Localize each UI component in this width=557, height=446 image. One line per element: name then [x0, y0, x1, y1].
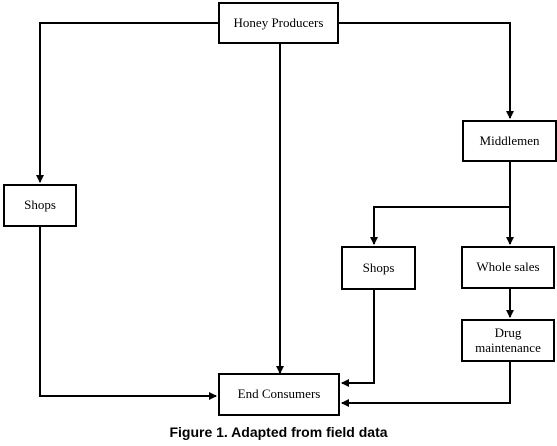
- node-shops-right: Shops: [341, 246, 416, 290]
- arrow-shops-left-to-end-consumers: [39, 227, 217, 400]
- node-shops-left: Shops: [3, 184, 77, 227]
- figure-caption: Figure 1. Adapted from field data: [169, 424, 388, 440]
- arrow-producers-to-middlemen: [339, 22, 514, 119]
- arrow-shops-right-to-end-consumers: [341, 290, 375, 387]
- arrow-drug-maintenance-to-end-consumers: [341, 362, 511, 407]
- node-drug-maintenance: Drug maintenance: [461, 319, 555, 362]
- arrow-middlemen-to-shops-right: [370, 206, 510, 245]
- node-end-consumers: End Consumers: [218, 373, 340, 416]
- node-honey-producers: Honey Producers: [218, 2, 339, 44]
- node-whole-sales: Whole sales: [461, 246, 555, 289]
- arrow-producers-to-shops-left: [36, 22, 218, 183]
- node-middlemen: Middlemen: [462, 120, 557, 162]
